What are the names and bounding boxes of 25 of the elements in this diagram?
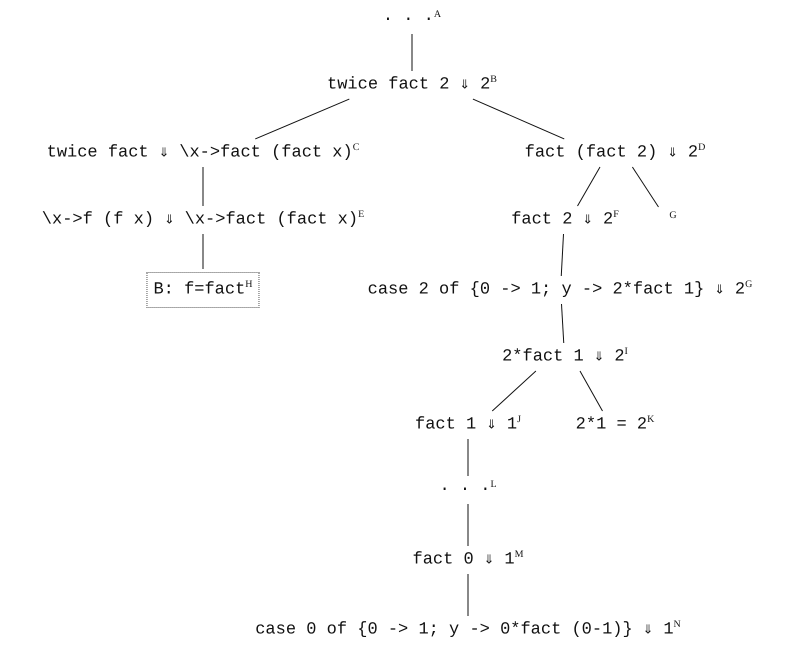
tree-line bbox=[202, 234, 204, 270]
tree-line bbox=[254, 98, 350, 140]
tree-line bbox=[577, 166, 600, 206]
judgement-text: fact 1 ⇓ 1$^{J}$ bbox=[415, 414, 521, 436]
judgement-text: fact 0 ⇓ 1$^{M}$ bbox=[412, 548, 524, 572]
judgement-text: 2*fact 1 ⇓ 2$^{I}$ bbox=[502, 346, 628, 368]
tree-line bbox=[561, 304, 564, 344]
judgement-text: twice fact ⇓ \x->fact (fact x)$^{C}$ bbox=[46, 142, 360, 164]
tree-line bbox=[492, 370, 536, 412]
judgement-text: 2*1 = 2$^{K}$ bbox=[576, 414, 654, 436]
judgement-text: fact (fact 2) ⇓ 2$^{D}$ bbox=[524, 142, 706, 164]
judgement-text: twice fact 2 ⇓ 2$^{B}$ bbox=[327, 74, 497, 96]
judgement-text: fact 2 ⇓ 2$^{F}$ bbox=[511, 208, 619, 232]
tree-line bbox=[580, 370, 603, 412]
judgement-text: \x->f (f x) ⇓ \x->fact (fact x)$^{E}$ bbox=[42, 208, 364, 232]
tree-line bbox=[560, 234, 564, 276]
tree-line bbox=[202, 166, 204, 206]
tree-line bbox=[632, 166, 659, 208]
tree-line bbox=[472, 98, 565, 140]
node-label: G bbox=[669, 210, 677, 222]
judgement-text: · · ·$^{A}$ bbox=[382, 8, 442, 32]
binding-box: B: f=fact$^{H}$ bbox=[146, 272, 260, 308]
judgement-text: · · ·$^{L}$ bbox=[439, 478, 497, 502]
judgement-text: case 0 of {0 -> 1; y -> 0*fact (0-1)} ⇓ 1$^{N}$ bbox=[255, 618, 681, 642]
judgement-text: case 2 of {0 -> 1; y -> 2*fact 1} ⇓ 2$^{G}$ bbox=[368, 278, 752, 302]
